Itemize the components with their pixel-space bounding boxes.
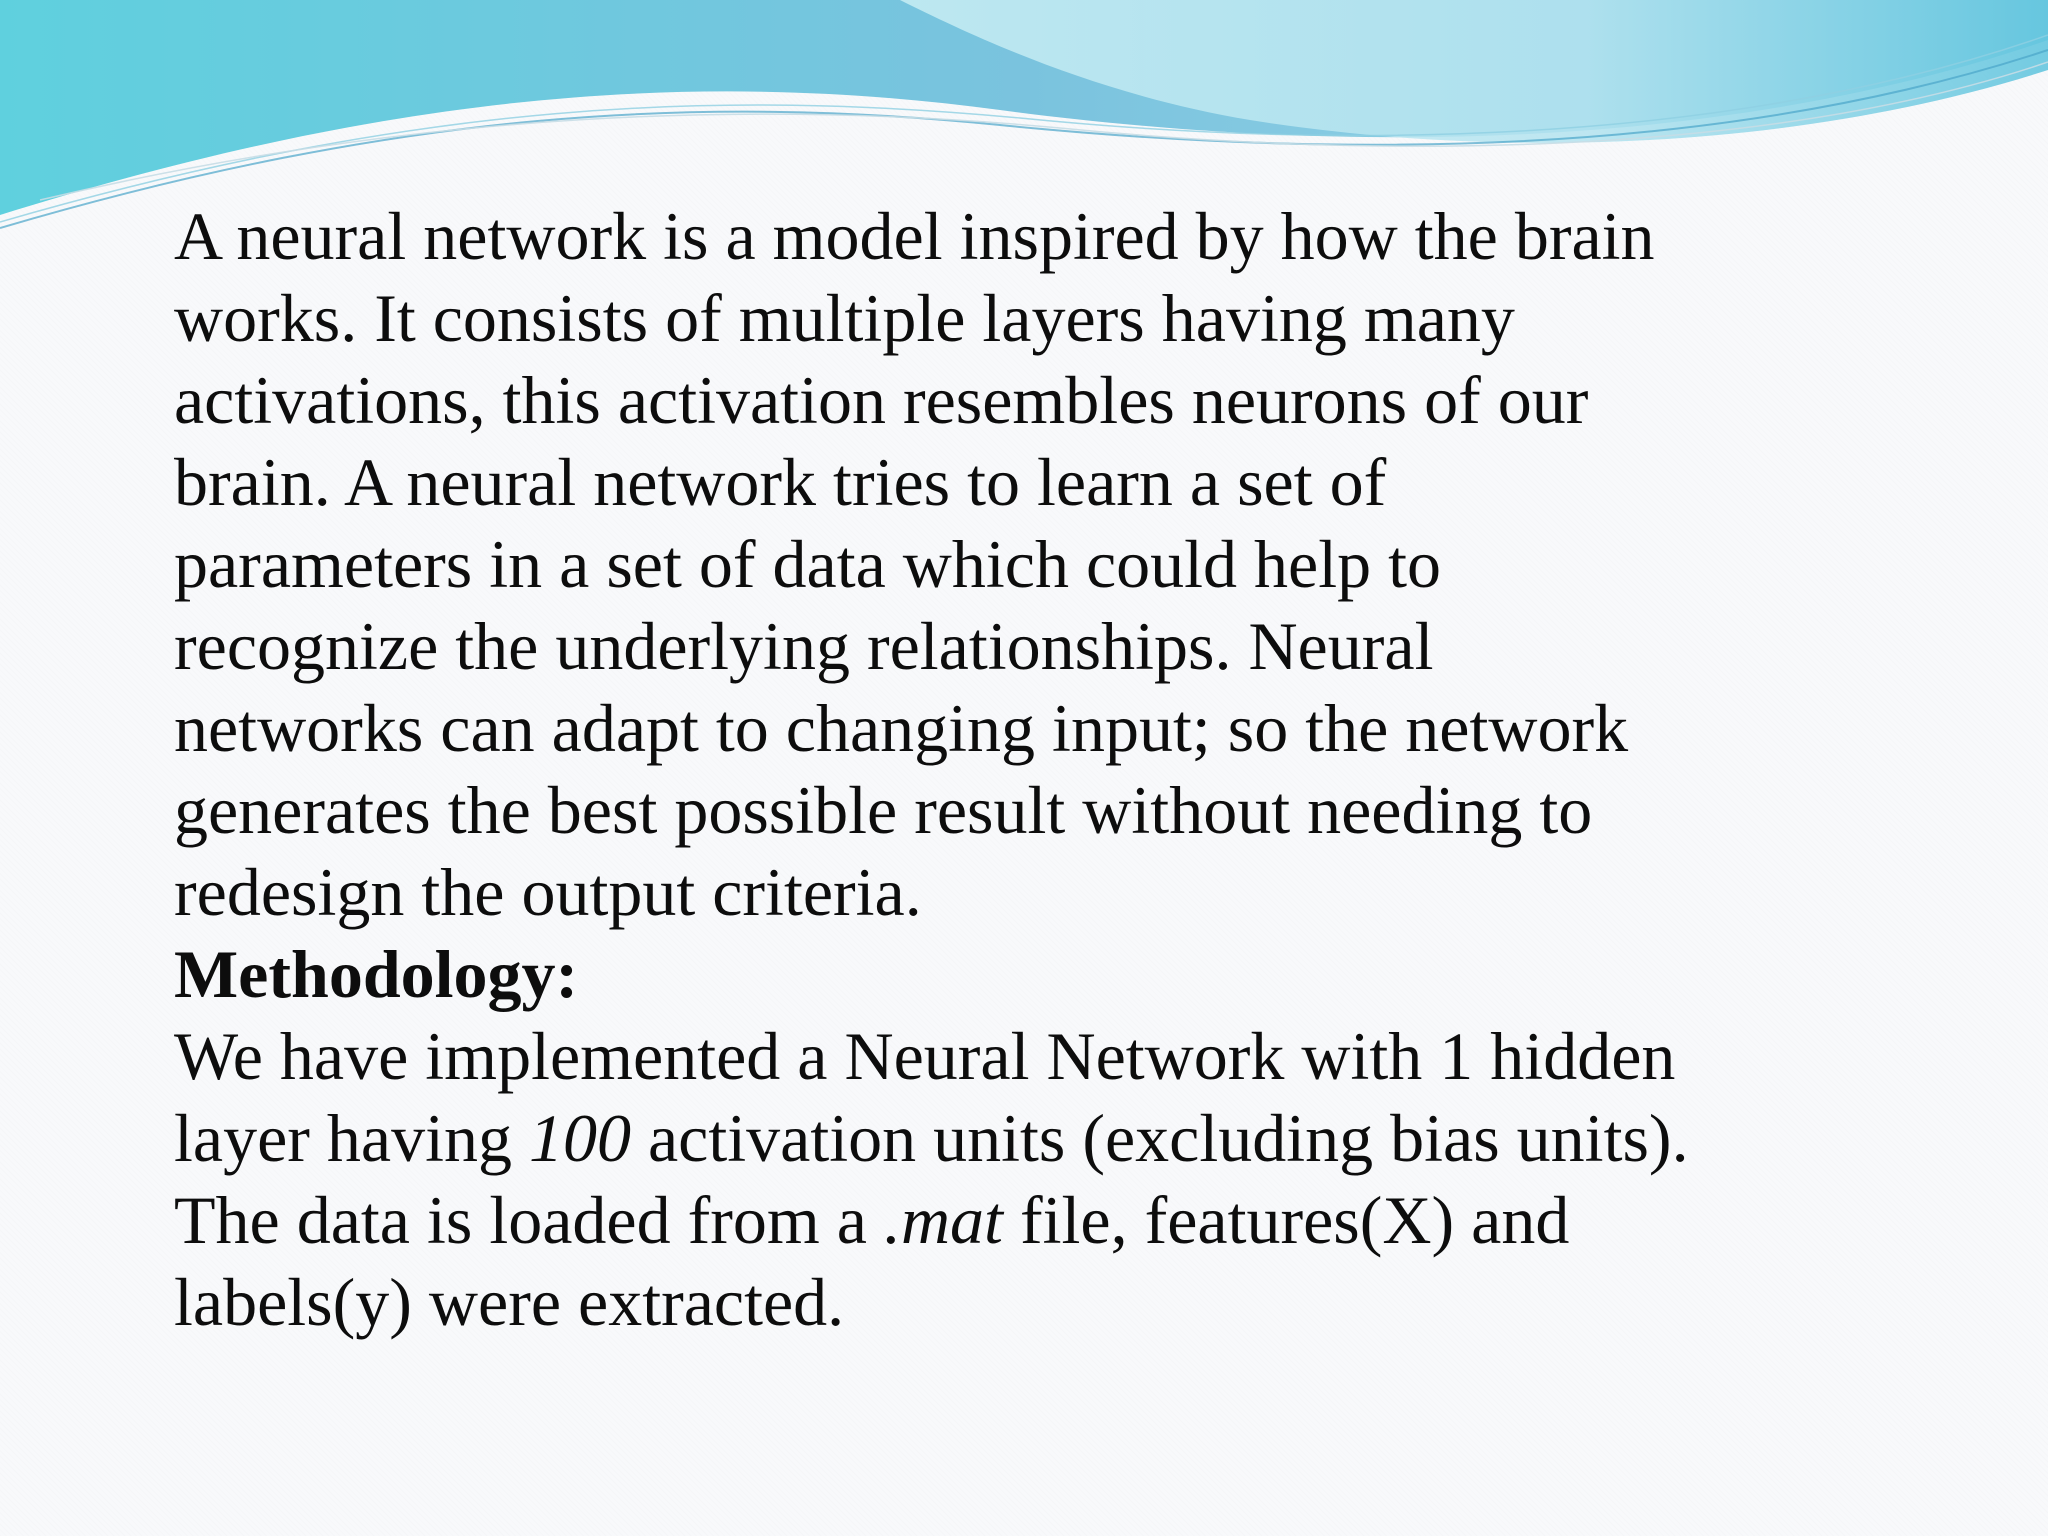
italic-number: 100	[528, 1100, 631, 1176]
text-line: We have implemented a Neural Network wit…	[174, 1018, 1676, 1094]
text-line: works. It consists of multiple layers ha…	[174, 280, 1515, 356]
text-line: The data is loaded from a .mat file, fea…	[174, 1179, 1814, 1261]
text-segment: layer having	[174, 1100, 529, 1176]
text-line: layer having 100 activation units (exclu…	[174, 1097, 1814, 1179]
text-line: A neural network is a model inspired by …	[174, 198, 1655, 274]
text-line: labels(y) were extracted.	[174, 1264, 845, 1340]
text-segment: activation units (excluding bias units).	[630, 1100, 1689, 1176]
header-wave-decoration	[0, 0, 2048, 229]
text-line: redesign the output criteria.	[174, 854, 922, 930]
methodology-paragraph: We have implemented a Neural Network wit…	[174, 1015, 1814, 1343]
text-line: generates the best possible result witho…	[174, 772, 1593, 848]
text-line: activations, this activation resembles n…	[174, 362, 1589, 438]
text-segment: file, features(X) and	[1002, 1182, 1570, 1258]
intro-paragraph: A neural network is a model inspired by …	[174, 195, 1814, 933]
text-segment: The data is loaded from a	[174, 1182, 884, 1258]
text-line: parameters in a set of data which could …	[174, 526, 1441, 602]
italic-file-extension: .mat	[883, 1182, 1003, 1258]
slide-body: A neural network is a model inspired by …	[174, 195, 1814, 1343]
text-line: networks can adapt to changing input; so…	[174, 690, 1629, 766]
methodology-heading: Methodology:	[174, 936, 579, 1012]
text-line: recognize the underlying relationships. …	[174, 608, 1434, 684]
text-line: brain. A neural network tries to learn a…	[174, 444, 1387, 520]
